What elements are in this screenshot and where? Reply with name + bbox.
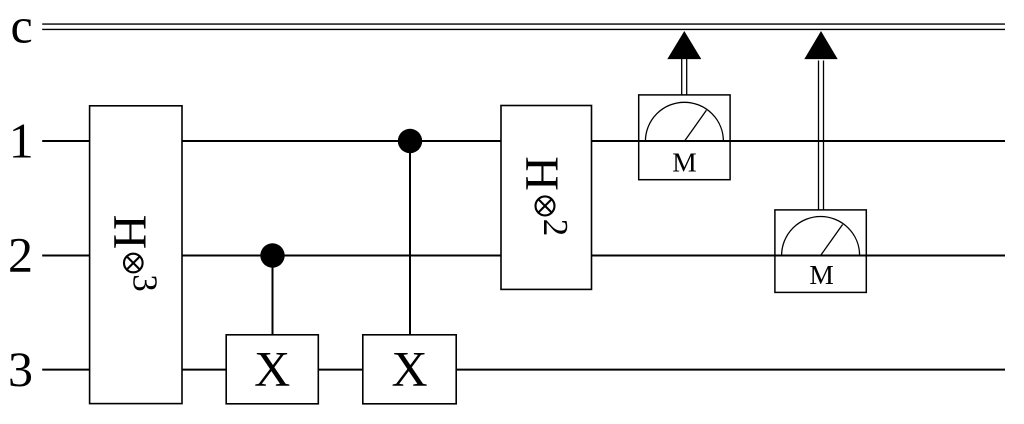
svg-text:H: H xyxy=(515,156,568,191)
svg-text:1: 1 xyxy=(9,112,34,168)
svg-text:X: X xyxy=(391,341,427,397)
svg-text:H: H xyxy=(103,215,156,250)
svg-text:M: M xyxy=(672,146,696,177)
svg-text:2: 2 xyxy=(8,227,33,283)
svg-text:2: 2 xyxy=(536,219,575,237)
svg-text:M: M xyxy=(809,259,833,290)
svg-text:c: c xyxy=(11,0,33,54)
svg-text:3: 3 xyxy=(126,274,165,292)
svg-text:X: X xyxy=(254,341,290,397)
svg-text:3: 3 xyxy=(8,341,33,397)
